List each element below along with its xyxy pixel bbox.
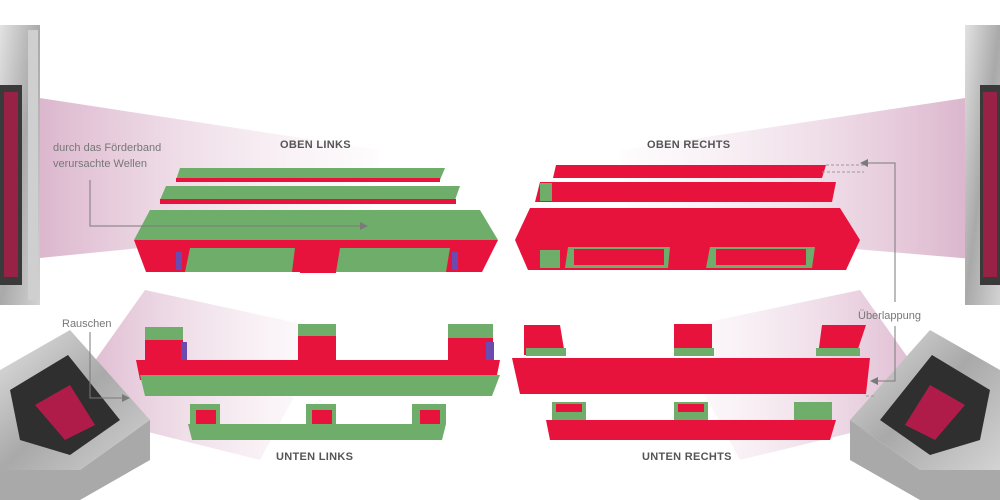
- overlap-leader-line-bottom: [878, 326, 896, 382]
- annotation-overlap: Überlappung: [858, 310, 921, 322]
- label-top-right: OBEN RECHTS: [647, 139, 731, 151]
- scanner-bottom-right: [850, 330, 1000, 500]
- annotation-waves-line1: durch das Förderband: [53, 142, 162, 154]
- waves-leader-line: [89, 180, 360, 227]
- waves-arrowhead: [360, 222, 368, 230]
- overlap-arrowhead-bottom: [870, 377, 878, 385]
- label-bottom-right: UNTEN RECHTS: [642, 451, 732, 463]
- annotation-waves: durch das Förderband verursachte Wellen: [53, 140, 161, 172]
- scanner-top-left: [0, 25, 40, 305]
- pallet-top-right: [515, 165, 860, 270]
- scanner-bottom-left: [0, 330, 150, 500]
- label-bottom-left: UNTEN LINKS: [276, 451, 354, 463]
- annotation-noise: Rauschen: [62, 318, 112, 330]
- annotation-waves-line2: verursachte Wellen: [53, 158, 147, 170]
- overlap-leader-line-top: [868, 162, 896, 302]
- noise-leader-line: [89, 332, 122, 399]
- pallet-bottom-right: [512, 324, 870, 440]
- pallet-bottom-left: [136, 324, 500, 440]
- pallet-top-left: [134, 168, 498, 273]
- overlap-arrowhead-top: [860, 159, 868, 167]
- label-top-left: OBEN LINKS: [280, 139, 351, 151]
- noise-arrowhead: [122, 394, 130, 402]
- scanner-top-right: [965, 25, 1000, 305]
